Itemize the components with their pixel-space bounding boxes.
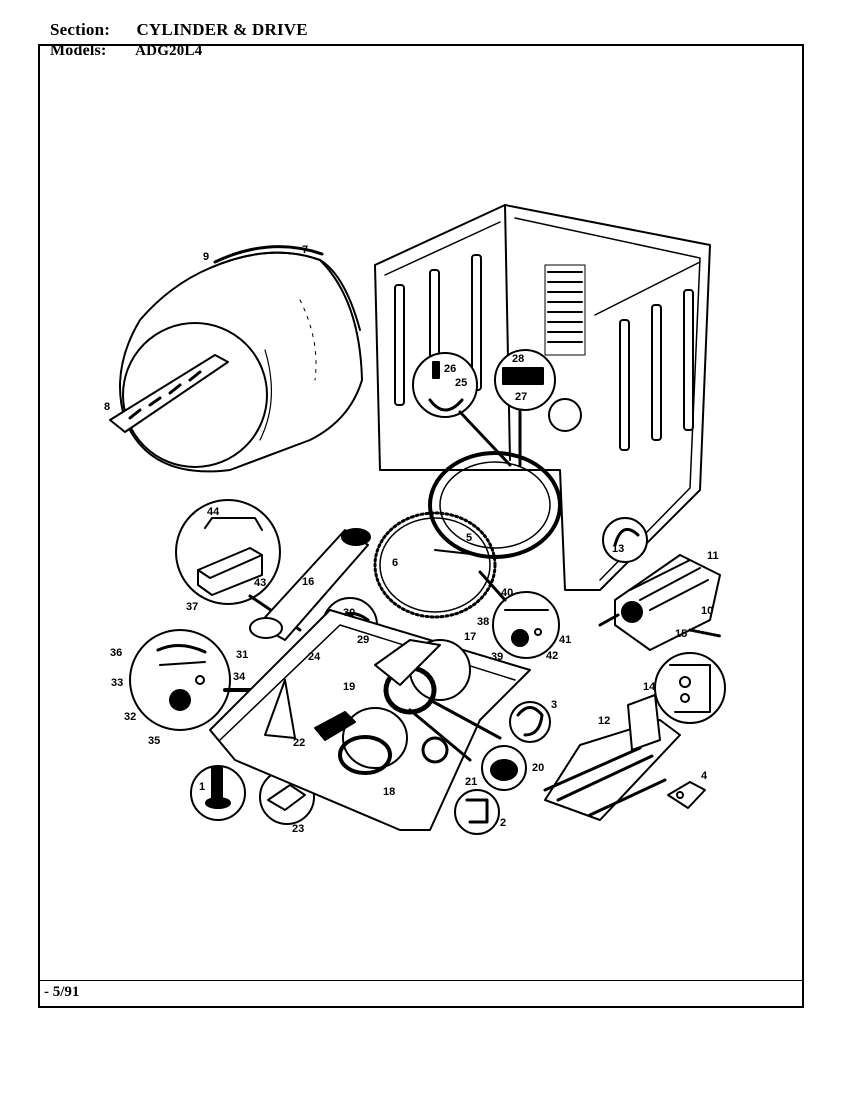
callout-39: 39 bbox=[491, 651, 503, 663]
models-row: Models: ADG20L4 bbox=[50, 42, 202, 60]
callout-38: 38 bbox=[477, 616, 489, 628]
callout-28: 28 bbox=[512, 353, 524, 365]
callout-3: 3 bbox=[551, 699, 557, 711]
callout-16-shaft: 16 bbox=[302, 576, 314, 588]
callout-19: 19 bbox=[343, 681, 355, 693]
callout-32: 32 bbox=[124, 711, 136, 723]
detail-circle-27-28 bbox=[494, 349, 556, 467]
callout-41: 41 bbox=[559, 634, 571, 646]
section-label: Section: bbox=[50, 20, 111, 39]
callout-labels: 9 7 8 26 25 28 27 44 43 16 6 5 13 11 10 … bbox=[104, 244, 719, 835]
callout-11: 11 bbox=[707, 550, 719, 562]
detail-circle-20 bbox=[481, 745, 527, 791]
callout-34: 34 bbox=[233, 671, 246, 683]
callout-26: 26 bbox=[444, 363, 456, 375]
revision-date-text: 5/91 bbox=[52, 984, 80, 1000]
callout-21: 21 bbox=[465, 776, 477, 788]
idler-shaft bbox=[249, 528, 371, 641]
revision-date: - 5/91 bbox=[44, 984, 80, 1000]
callout-20: 20 bbox=[532, 762, 544, 774]
callout-10: 10 bbox=[701, 605, 713, 617]
motor bbox=[598, 554, 722, 651]
callout-9: 9 bbox=[203, 251, 209, 263]
callout-31: 31 bbox=[236, 649, 248, 661]
detail-circle-14 bbox=[654, 652, 726, 724]
section-title: CYLINDER & DRIVE bbox=[136, 20, 308, 39]
callout-17: 17 bbox=[464, 631, 476, 643]
detail-circle-2 bbox=[454, 789, 500, 835]
callout-8: 8 bbox=[104, 401, 110, 413]
callout-22: 22 bbox=[293, 737, 305, 749]
detail-circle-13 bbox=[602, 517, 648, 563]
models-label: Models: bbox=[50, 42, 107, 59]
callout-44: 44 bbox=[207, 506, 220, 518]
section-row: Section: CYLINDER & DRIVE bbox=[50, 20, 308, 40]
models-value: ADG20L4 bbox=[135, 43, 203, 59]
callout-15: 15 bbox=[675, 628, 687, 640]
callout-24: 24 bbox=[308, 651, 321, 663]
callout-12: 12 bbox=[598, 715, 610, 727]
drive-pulley bbox=[374, 639, 502, 762]
detail-circle-25-26 bbox=[412, 352, 512, 467]
callout-40: 40 bbox=[501, 587, 513, 599]
clip-part-4 bbox=[667, 781, 706, 809]
detail-circle-38-42 bbox=[478, 570, 560, 659]
callout-23: 23 bbox=[292, 823, 304, 835]
felt-seal bbox=[373, 511, 497, 619]
callout-1: 1 bbox=[199, 781, 205, 793]
footer-divider bbox=[38, 980, 804, 981]
callout-6: 6 bbox=[392, 557, 398, 569]
callout-42: 42 bbox=[546, 650, 558, 662]
callout-14: 14 bbox=[643, 681, 656, 693]
callout-30: 30 bbox=[343, 607, 355, 619]
detail-circle-31-37 bbox=[129, 629, 264, 731]
idler-bracket bbox=[543, 694, 681, 821]
callout-5: 5 bbox=[466, 532, 472, 544]
callout-33: 33 bbox=[111, 677, 123, 689]
callout-13: 13 bbox=[612, 543, 624, 555]
detail-circle-3 bbox=[509, 701, 551, 743]
drum-cylinder bbox=[119, 245, 363, 473]
callout-4: 4 bbox=[701, 770, 708, 782]
callout-18: 18 bbox=[383, 786, 395, 798]
callout-43: 43 bbox=[254, 577, 266, 589]
diagram-frame bbox=[38, 44, 804, 1008]
detail-circle-43-44 bbox=[175, 499, 302, 632]
callout-37: 37 bbox=[186, 601, 198, 613]
blower-housing bbox=[314, 711, 356, 741]
detail-circle-1 bbox=[190, 765, 246, 821]
callout-29: 29 bbox=[357, 634, 369, 646]
drum-baffle bbox=[109, 354, 229, 433]
callout-27: 27 bbox=[515, 391, 527, 403]
callout-7: 7 bbox=[302, 244, 308, 256]
callout-2: 2 bbox=[500, 817, 506, 829]
callout-25: 25 bbox=[455, 377, 467, 389]
blower-wheel bbox=[338, 707, 449, 775]
callout-36: 36 bbox=[110, 647, 122, 659]
callout-35: 35 bbox=[148, 735, 160, 747]
